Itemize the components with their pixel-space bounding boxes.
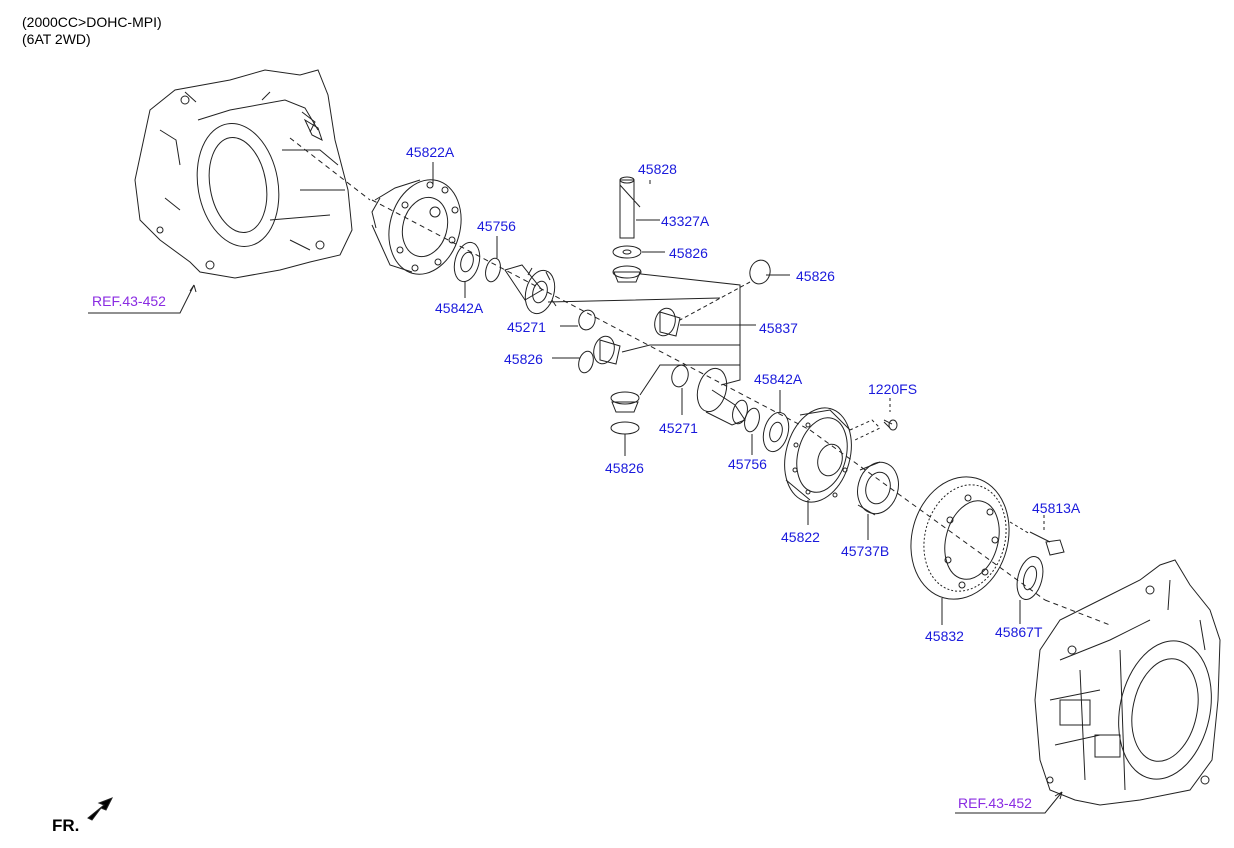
- part-label-45822[interactable]: 45822: [781, 529, 820, 545]
- pinion-shaft: [619, 176, 635, 239]
- snap-ring-bottom: [744, 407, 760, 433]
- part-label-45842A-bottom[interactable]: 45842A: [754, 371, 803, 387]
- part-label-45826-b[interactable]: 45826: [796, 268, 835, 284]
- differential-case-half: [371, 179, 462, 275]
- differential-case-flange: [784, 407, 852, 503]
- pinion-gear-top: [612, 265, 642, 283]
- front-arrow-icon: [87, 797, 114, 821]
- part-label-1220FS[interactable]: 1220FS: [868, 381, 918, 397]
- ring-gear-bolt: [1029, 531, 1065, 556]
- part-label-45756-top[interactable]: 45756: [477, 218, 516, 234]
- part-label-45826-d[interactable]: 45826: [605, 460, 644, 476]
- snap-ring-top: [485, 257, 501, 283]
- part-label-45737B[interactable]: 45737B: [841, 543, 890, 559]
- pinion-washer-right: [749, 259, 771, 285]
- pinion-washer-bottom: [610, 421, 640, 435]
- taper-bearing: [857, 461, 899, 516]
- part-label-45867T[interactable]: 45867T: [995, 624, 1043, 640]
- part-label-45837[interactable]: 45837: [759, 320, 798, 336]
- part-label-45832[interactable]: 45832: [925, 628, 964, 644]
- pinion-gear-middle: [654, 307, 681, 337]
- pinion-washer-top: [612, 245, 642, 259]
- thrust-washer-top: [453, 241, 481, 283]
- engine-spec-text: (2000CC>DOHC-MPI): [22, 14, 162, 30]
- transmission-case-left: [134, 69, 353, 279]
- part-label-45842A-top[interactable]: 45842A: [435, 300, 484, 316]
- part-label-45271-top[interactable]: 45271: [507, 319, 546, 335]
- part-label-45813A[interactable]: 45813A: [1032, 500, 1081, 516]
- pinion-washer-left: [578, 350, 594, 374]
- part-label-45828[interactable]: 45828: [638, 161, 677, 177]
- ref-label-top[interactable]: REF.43-452: [92, 293, 166, 309]
- washer-top: [578, 309, 596, 331]
- part-label-45756-bottom[interactable]: 45756: [728, 456, 767, 472]
- side-gear-top: [504, 264, 557, 315]
- shim-washer: [1016, 556, 1044, 600]
- part-label-45826-c[interactable]: 45826: [504, 351, 543, 367]
- part-label-45826-a[interactable]: 45826: [669, 245, 708, 261]
- front-direction-label: FR.: [52, 816, 80, 835]
- lock-pin: [619, 184, 641, 208]
- ref-label-bottom[interactable]: REF.43-452: [958, 795, 1032, 811]
- pinion-gear-left: [593, 335, 621, 365]
- part-label-45822A[interactable]: 45822A: [406, 144, 455, 160]
- part-label-45271-bottom[interactable]: 45271: [659, 420, 698, 436]
- ring-gear: [910, 476, 1010, 600]
- small-bolt: [883, 419, 898, 431]
- washer-bottom: [671, 364, 689, 388]
- thrust-washer-bottom: [762, 411, 790, 453]
- transmission-spec-text: (6AT 2WD): [22, 31, 91, 47]
- side-gear-bottom: [696, 367, 748, 426]
- part-label-43327A[interactable]: 43327A: [661, 213, 710, 229]
- pinion-gear-bottom: [610, 391, 640, 413]
- transmission-case-right: [1034, 559, 1221, 806]
